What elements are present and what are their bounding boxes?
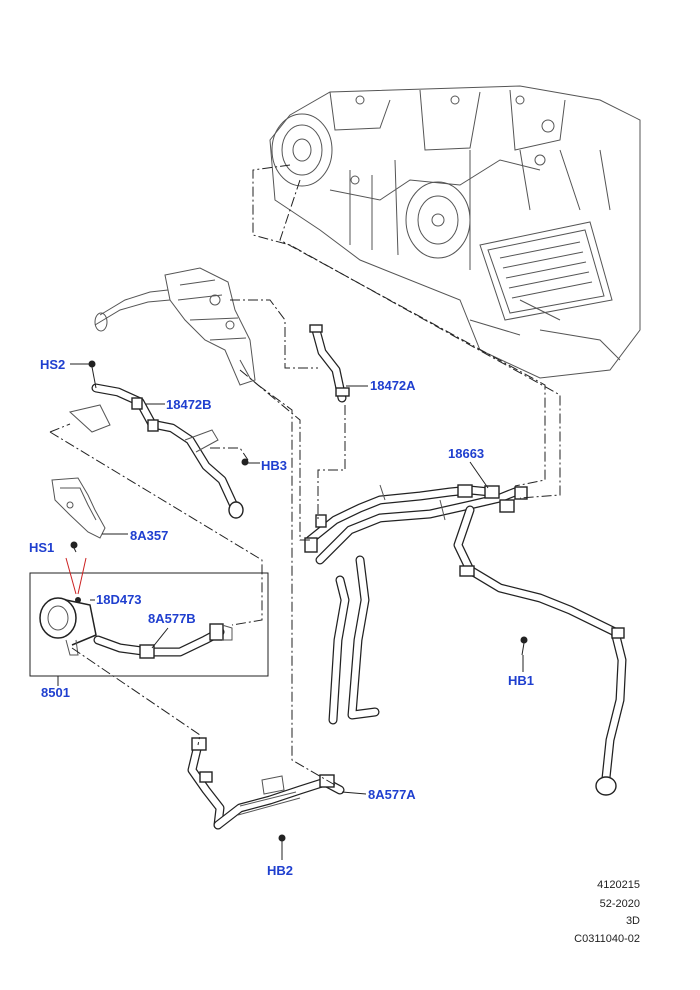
reference-date: 52-2020 [599, 898, 640, 910]
reference-number: 4120215 [597, 879, 640, 891]
hose-18472a [309, 324, 350, 403]
pump-18d473 [39, 597, 97, 656]
callout-18472b: 18472B [166, 397, 212, 412]
callout-hb1: HB1 [508, 673, 535, 688]
callout-hs2: HS2 [40, 357, 66, 372]
assembly-box-8501 [29, 572, 269, 677]
callout-hb2: HB2 [267, 863, 294, 878]
hvac-unit [269, 85, 641, 379]
callout-8a577a: 8A577A [368, 787, 416, 802]
hose-8a577b [93, 623, 233, 659]
connection-lines [49, 164, 561, 786]
callout-8501: 8501 [41, 685, 70, 700]
callout-18663: 18663 [448, 446, 485, 461]
engine-fitting-assembly [94, 267, 259, 386]
hose-8a577a [187, 737, 345, 830]
leader-lines [57, 363, 524, 860]
bracket-8a357 [51, 477, 106, 539]
hose-18472b [68, 383, 244, 519]
reference-view: 3D [625, 915, 640, 927]
callout-hb3: HB3 [261, 458, 288, 473]
callout-hs1: HS1 [29, 540, 55, 555]
callout-18472a: 18472A [370, 378, 416, 393]
fasteners [70, 360, 528, 848]
callout-18d473: 18D473 [96, 592, 142, 607]
hose-18663 [304, 484, 627, 796]
callout-8a357: 8A357 [130, 528, 169, 543]
callout-8a577b: 8A577B [148, 611, 196, 626]
reference-code: C0311040-02 [574, 933, 640, 945]
